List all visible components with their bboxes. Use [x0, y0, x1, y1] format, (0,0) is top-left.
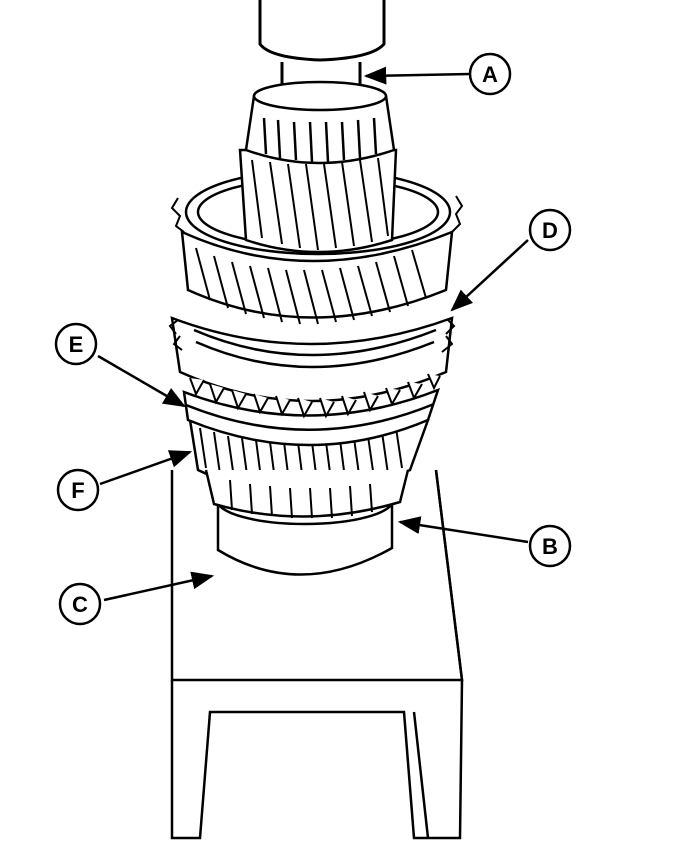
gear-stack — [168, 80, 464, 519]
leader-e — [97, 354, 186, 408]
callout-a-label: A — [482, 62, 498, 87]
leader-c — [103, 571, 215, 602]
callout-a: A — [468, 52, 512, 96]
callout-c-label: C — [72, 592, 88, 617]
callout-d: D — [528, 208, 572, 252]
press-stand — [170, 469, 464, 840]
leader-d — [450, 239, 529, 312]
leader-f — [99, 450, 193, 486]
ring-teeth — [168, 319, 456, 353]
leader-a — [363, 66, 471, 85]
callout-c: C — [58, 582, 102, 626]
leader-lines — [97, 66, 529, 602]
callouts: A D E F B C — [54, 52, 572, 626]
callout-e: E — [54, 322, 98, 366]
callout-b: B — [528, 524, 572, 568]
callout-b-label: B — [542, 534, 558, 559]
callout-f-label: F — [71, 478, 84, 503]
callout-d-label: D — [542, 218, 558, 243]
leader-b — [397, 516, 529, 544]
callout-e-label: E — [69, 332, 84, 357]
callout-f: F — [56, 468, 100, 512]
